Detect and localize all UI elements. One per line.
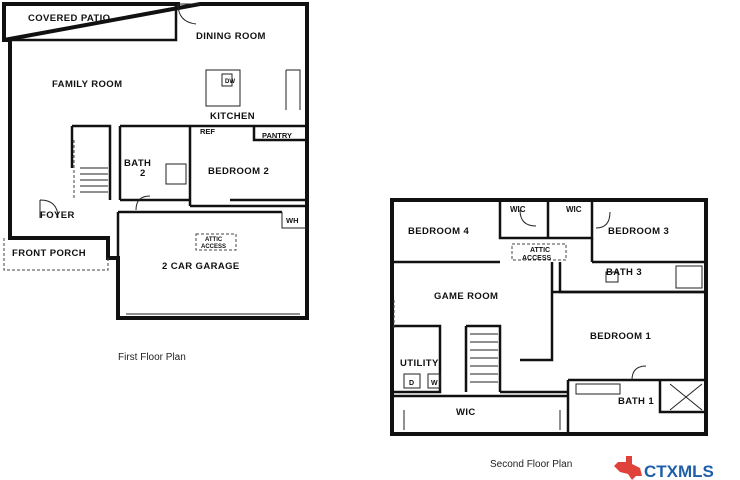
family-room-label: FAMILY ROOM	[52, 79, 122, 90]
dryer-label: D	[409, 380, 414, 387]
kitchen-label: KITCHEN	[210, 111, 255, 122]
utility-label: UTILITY	[400, 358, 439, 369]
kitchen-island	[205, 69, 241, 107]
second-floor-plan: BEDROOM 4 WIC WIC BEDROOM 3 ATTIC ACCESS…	[390, 198, 708, 470]
game-room-label: GAME ROOM	[434, 291, 498, 302]
patio-wall	[4, 4, 178, 42]
wic-right-label: WIC	[566, 205, 582, 214]
second-floor-caption: Second Floor Plan	[490, 459, 572, 470]
dining-room-label: DINING ROOM	[196, 31, 266, 42]
ref-label: REF	[200, 127, 215, 136]
kitchen-wall	[188, 124, 307, 206]
first-floor-plan: DW COVERED PATIO DINING ROOM FAMILY ROOM…	[2, 2, 309, 363]
front-porch-outline	[3, 238, 109, 271]
second-floor-outer-wall	[390, 198, 708, 436]
ctxmls-watermark: CTXMLS	[614, 456, 714, 480]
second-attic-label: ATTIC	[530, 247, 550, 254]
pantry-label: PANTRY	[262, 131, 292, 140]
wic-left-label: WIC	[510, 205, 526, 214]
bath-1-label: BATH 1	[618, 396, 654, 407]
garage-wall	[116, 210, 282, 258]
bath-2-wall	[118, 124, 190, 202]
dishwasher-label: DW	[225, 79, 235, 85]
bedroom-2-wall	[190, 198, 307, 208]
bedroom-2-label: BEDROOM 2	[208, 166, 269, 177]
bath-3-label: BATH 3	[606, 267, 642, 278]
texas-state-logo-icon	[614, 456, 642, 480]
wic-main-label: WIC	[456, 407, 476, 418]
first-attic-access-label: ACCESS	[201, 244, 226, 250]
water-heater-label: WH	[286, 216, 299, 225]
ctxmls-brand-text: CTXMLS	[644, 462, 714, 480]
bath-2-label: BATH	[124, 158, 151, 169]
second-attic-access-label: ACCESS	[522, 255, 552, 262]
bedroom-1-label: BEDROOM 1	[590, 331, 651, 342]
covered-patio-label: COVERED PATIO	[28, 13, 110, 24]
first-attic-label: ATTIC	[205, 237, 223, 243]
foyer-label: FOYER	[40, 210, 75, 221]
bedroom-3-label: BEDROOM 3	[608, 226, 669, 237]
washer-label: W	[431, 380, 438, 387]
front-porch-label: FRONT PORCH	[12, 248, 86, 259]
first-floor-caption: First Floor Plan	[118, 352, 186, 363]
bath-2-number: 2	[140, 168, 146, 179]
bedroom-4-label: BEDROOM 4	[408, 226, 469, 237]
garage-label: 2 CAR GARAGE	[162, 261, 240, 272]
first-floor-outer-wall	[2, 2, 309, 320]
